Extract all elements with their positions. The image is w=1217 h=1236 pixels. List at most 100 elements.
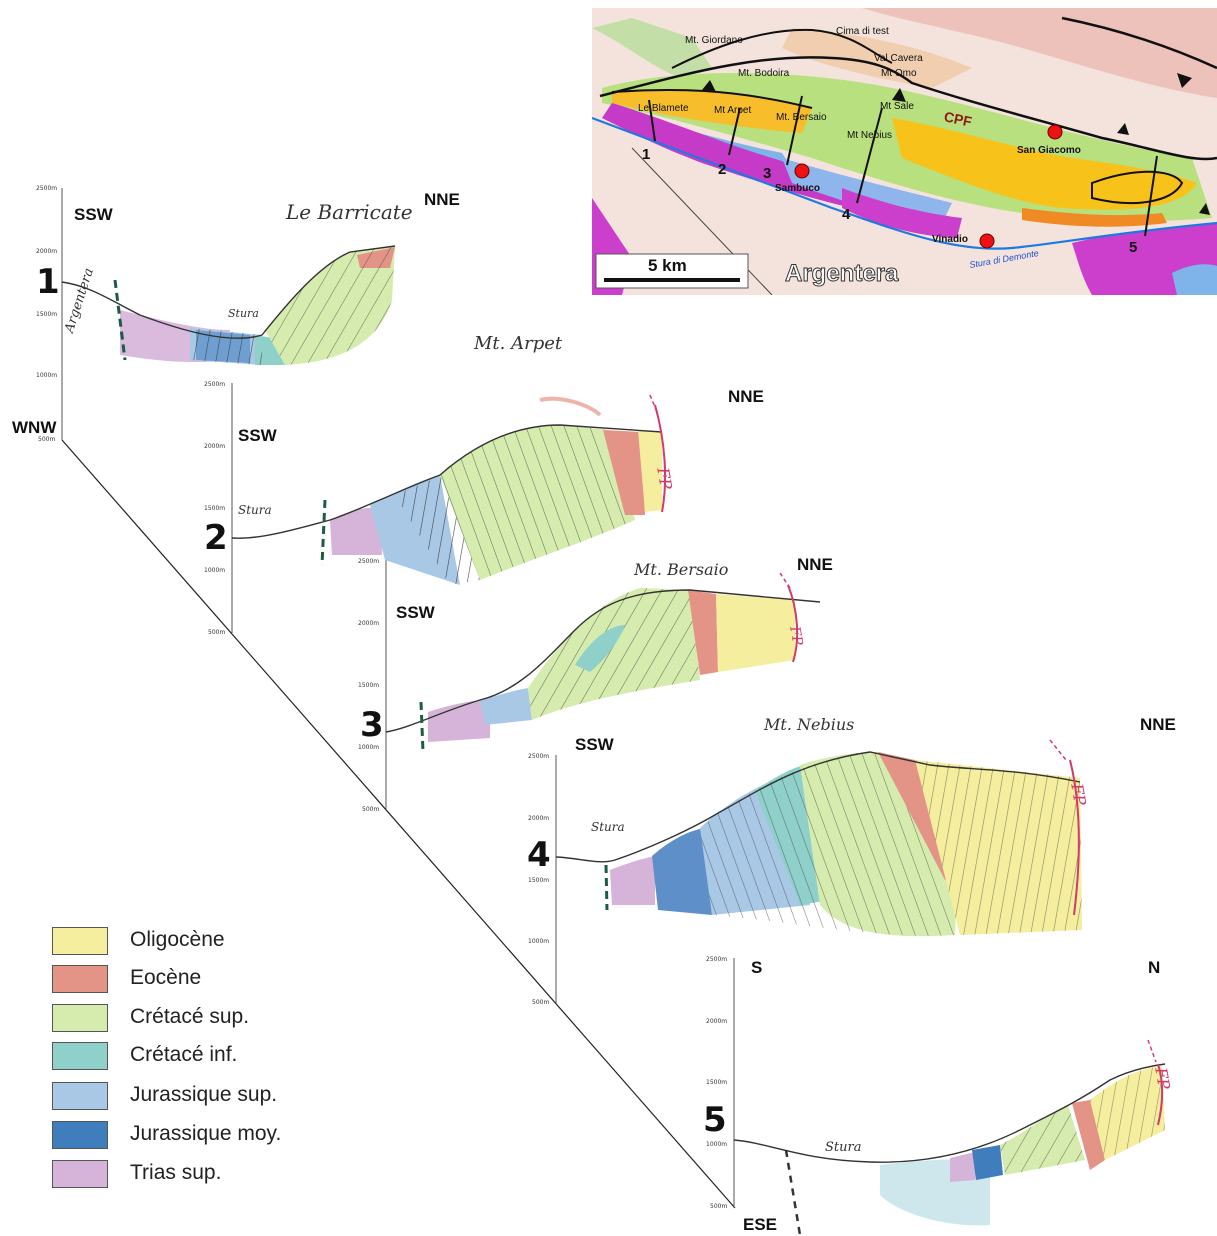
- map-town-label: Sambuco: [775, 183, 820, 194]
- tick-label: 2500m: [706, 956, 727, 963]
- legend-swatch: [52, 965, 108, 993]
- tick-label: 1500m: [204, 505, 225, 512]
- legend-label: Eocène: [130, 966, 201, 990]
- tick-label: 2500m: [358, 558, 379, 565]
- section-4-geology: [556, 740, 1082, 936]
- legend-label: Trias sup.: [130, 1161, 221, 1185]
- tick-label: 2500m: [528, 753, 549, 760]
- tick-label: 1500m: [36, 311, 57, 318]
- tick-label: 1000m: [204, 567, 225, 574]
- map-section-number: 4: [842, 206, 850, 223]
- section-1-left-orientation: SSW: [74, 205, 113, 225]
- tick-label: 500m: [710, 1203, 727, 1210]
- map-town-label: Vinadio: [932, 234, 968, 245]
- legend-label: Jurassique moy.: [130, 1122, 281, 1146]
- map-label: Mt Nebius: [847, 130, 892, 141]
- tick-label: 2000m: [358, 620, 379, 627]
- map-section-number: 5: [1129, 239, 1137, 256]
- tick-label: 1000m: [706, 1141, 727, 1148]
- legend-item: Oligocène: [52, 925, 352, 955]
- legend-swatch: [52, 1160, 108, 1188]
- tick-label: 500m: [362, 806, 379, 813]
- section-1-label: Stura: [228, 307, 259, 320]
- baseline-start-label: WNW: [12, 418, 56, 438]
- section-1-right-orientation: NNE: [424, 190, 460, 210]
- legend-item: Jurassique sup.: [52, 1080, 352, 1110]
- legend-item: Crétacé sup.: [52, 1002, 352, 1032]
- legend-swatch: [52, 927, 108, 955]
- map-label: Mt Omo: [881, 68, 917, 79]
- legend-item: Crétacé inf.: [52, 1040, 352, 1070]
- section-4-number: 4: [527, 835, 551, 875]
- tick-label: 1500m: [528, 877, 549, 884]
- map-label: Le Blamete: [638, 103, 689, 114]
- legend-item: Trias sup.: [52, 1158, 352, 1188]
- map-town-label: San Giacomo: [1017, 145, 1081, 156]
- section-3-label: FP: [786, 625, 805, 647]
- section-5-right-orientation: N: [1148, 958, 1160, 978]
- map-scale-label: 5 km: [648, 256, 687, 276]
- section-3-left-orientation: SSW: [396, 603, 435, 623]
- tick-label: 1000m: [528, 938, 549, 945]
- map-section-number: 1: [642, 146, 650, 163]
- section-2-label: FP: [653, 466, 676, 491]
- section-1-geology: [62, 246, 395, 365]
- legend-label: Jurassique sup.: [130, 1083, 277, 1107]
- tick-label: 2000m: [528, 815, 549, 822]
- section-3-right-orientation: NNE: [797, 555, 833, 575]
- tick-label: 2000m: [706, 1018, 727, 1025]
- tick-label: 2500m: [204, 381, 225, 388]
- section-4-label: FP: [1067, 782, 1090, 807]
- tick-label: 2500m: [36, 185, 57, 192]
- legend-item: Jurassique moy.: [52, 1119, 352, 1149]
- section-2-title: Mt. Arpet: [474, 333, 562, 354]
- tick-label: 500m: [532, 999, 549, 1006]
- section-5-label: FP: [1151, 1066, 1174, 1091]
- section-2-geology: [232, 395, 665, 585]
- map-label: Mt. Bersaio: [776, 112, 827, 123]
- legend-label: Crétacé inf.: [130, 1043, 237, 1067]
- tick-label: 1500m: [358, 682, 379, 689]
- map-label: Mt Arpet: [714, 105, 751, 116]
- section-2-label: Stura: [238, 503, 272, 517]
- map-label: Cima di test: [836, 26, 889, 37]
- section-3-geology: [386, 573, 820, 752]
- map-drawing: [592, 8, 1217, 295]
- map-region-label: Argentera: [785, 260, 898, 288]
- section-4-label: Stura: [591, 820, 625, 834]
- legend-label: Oligocène: [130, 928, 225, 952]
- legend-swatch: [52, 1082, 108, 1110]
- section-4-left-orientation: SSW: [575, 735, 614, 755]
- legend-item: Eocène: [52, 963, 352, 993]
- section-5-geology: [734, 1040, 1165, 1235]
- geologic-map-inset: Cima di test Mt. Giordano Val Cavera Mt …: [592, 8, 1217, 295]
- map-label: Mt. Giordano: [685, 35, 743, 46]
- legend-swatch: [52, 1004, 108, 1032]
- tick-label: 2000m: [36, 248, 57, 255]
- section-2-left-orientation: SSW: [238, 426, 277, 446]
- baseline-end-label: ESE: [743, 1215, 777, 1235]
- tick-label: 1000m: [358, 744, 379, 751]
- section-1-number: 1: [36, 262, 60, 302]
- section-4-right-orientation: NNE: [1140, 715, 1176, 735]
- map-label: Val Cavera: [874, 53, 923, 64]
- map-section-number: 3: [763, 165, 771, 182]
- section-2-number: 2: [204, 518, 228, 558]
- map-label: Mt. Bodoira: [738, 68, 789, 79]
- map-section-number: 2: [718, 161, 726, 178]
- legend-label: Crétacé sup.: [130, 1005, 249, 1029]
- tick-label: 2000m: [204, 443, 225, 450]
- tick-label: 1500m: [706, 1079, 727, 1086]
- section-2-right-orientation: NNE: [728, 387, 764, 407]
- section-4-title: Mt. Nebius: [764, 715, 854, 734]
- map-label: Mt Sale: [880, 101, 914, 112]
- section-5-left-orientation: S: [751, 958, 762, 978]
- tick-label: 500m: [208, 629, 225, 636]
- section-1-title: Le Barricate: [286, 200, 413, 224]
- section-5-label: Stura: [825, 1140, 861, 1155]
- section-5-number: 5: [703, 1100, 727, 1140]
- section-3-title: Mt. Bersaio: [634, 560, 728, 579]
- section-3-number: 3: [360, 705, 384, 745]
- legend-swatch: [52, 1121, 108, 1149]
